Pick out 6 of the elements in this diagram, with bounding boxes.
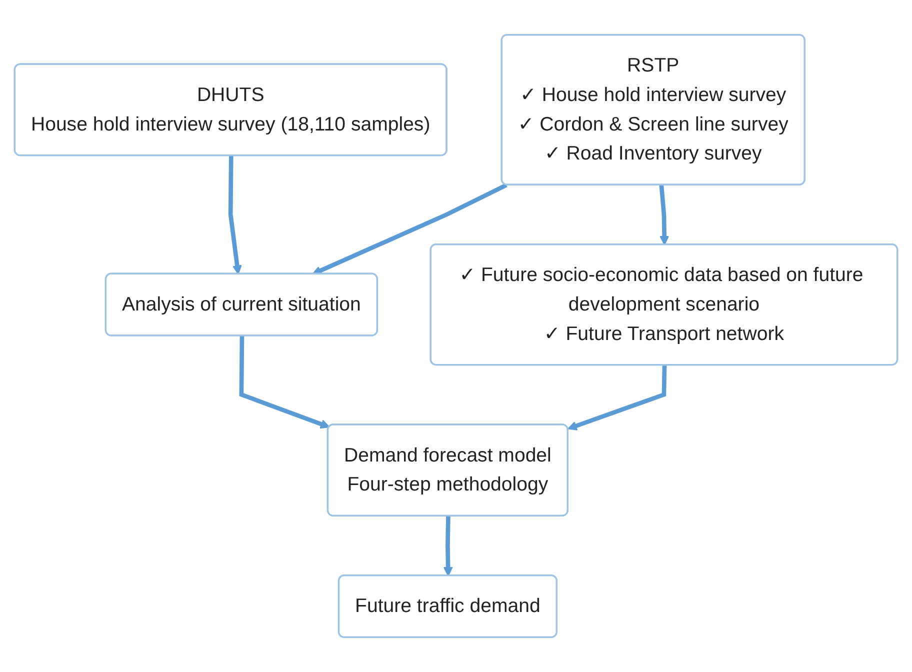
arrow (228, 156, 242, 275)
arrow (312, 183, 508, 275)
arrow (568, 365, 667, 430)
arrow (443, 516, 453, 576)
arrow (659, 184, 670, 246)
arrow (239, 336, 330, 429)
